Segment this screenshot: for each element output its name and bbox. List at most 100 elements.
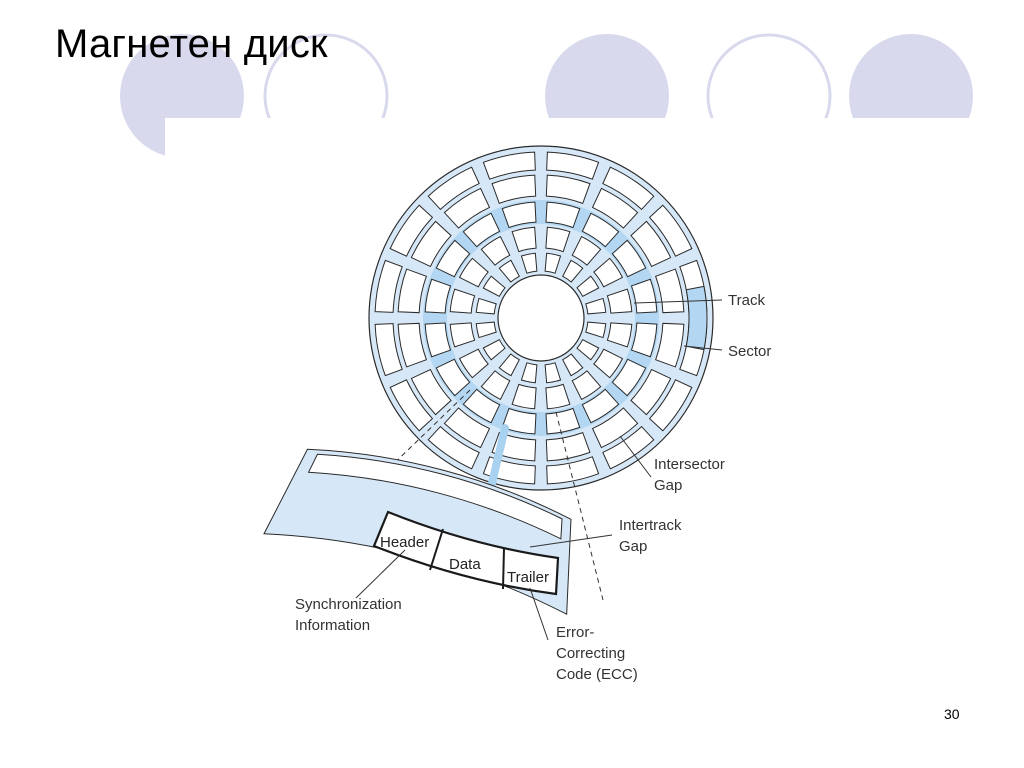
sector-cell bbox=[576, 275, 600, 297]
sector-cell bbox=[611, 358, 647, 397]
sector-cell bbox=[462, 212, 501, 248]
sector-cell bbox=[410, 368, 452, 416]
record-outline bbox=[372, 510, 560, 596]
sector-cell bbox=[475, 321, 497, 339]
sector-cell bbox=[498, 259, 520, 283]
decor-circle-4 bbox=[706, 33, 832, 159]
sector-cell bbox=[545, 226, 571, 253]
sector-cell bbox=[482, 275, 506, 297]
sector-cell bbox=[630, 368, 672, 416]
sector-cell bbox=[648, 204, 693, 257]
sector-cell bbox=[546, 456, 600, 485]
sector-cell bbox=[544, 362, 562, 384]
sector-cell bbox=[630, 322, 658, 358]
sector-cell bbox=[449, 322, 476, 348]
label-track: Track bbox=[728, 292, 765, 309]
sector-cell bbox=[606, 322, 633, 348]
sector-cell bbox=[491, 174, 537, 205]
sector-cell bbox=[593, 257, 624, 288]
sector-cell bbox=[545, 407, 581, 435]
sector-cell bbox=[648, 379, 693, 432]
leader-intertrack-gap bbox=[529, 534, 613, 548]
sector-cell bbox=[630, 278, 658, 314]
label-ecc-2: Correcting bbox=[556, 645, 625, 662]
sector-cell bbox=[501, 407, 537, 435]
sector-cell bbox=[545, 383, 571, 410]
sector-cell bbox=[424, 322, 452, 358]
leader-ecc bbox=[529, 587, 549, 641]
sector-cell bbox=[520, 362, 538, 384]
record-field-trailer: Trailer bbox=[507, 569, 549, 586]
sector-cell bbox=[482, 339, 506, 361]
sector-cell bbox=[591, 407, 639, 449]
sector-cell bbox=[585, 321, 607, 339]
sector-cell bbox=[571, 370, 602, 401]
sector-cell bbox=[593, 348, 624, 379]
decor-circle-3 bbox=[545, 34, 669, 158]
sector-cell bbox=[562, 353, 584, 377]
sector-cell bbox=[443, 187, 491, 229]
sector-cell bbox=[654, 322, 685, 368]
record-field-header: Header bbox=[380, 534, 429, 551]
sector-cell bbox=[544, 252, 562, 274]
spindle-hole bbox=[497, 274, 585, 362]
sector-cell bbox=[545, 174, 591, 205]
sector-cell bbox=[606, 288, 633, 314]
sector-highlight bbox=[685, 285, 708, 351]
sector-cell bbox=[410, 220, 452, 268]
sector-cell bbox=[449, 288, 476, 314]
sector-cell bbox=[462, 388, 501, 424]
sector-cell bbox=[545, 431, 591, 462]
diagram-labels: Track Sector Intersector Gap Intertrack … bbox=[295, 292, 771, 683]
sector-cell bbox=[427, 425, 480, 470]
sector-cell bbox=[581, 388, 620, 424]
sector-cell bbox=[581, 212, 620, 248]
sector-cell bbox=[389, 204, 434, 257]
sector-record: Header Data Trailer bbox=[372, 510, 560, 596]
sector-cell bbox=[546, 151, 600, 180]
leader-intersector-gap bbox=[619, 435, 652, 478]
sector-cell bbox=[591, 187, 639, 229]
label-sync-info-1: Synchronization bbox=[295, 596, 402, 613]
leader-sector bbox=[683, 345, 723, 351]
sector-cell bbox=[511, 383, 537, 410]
leader-track bbox=[633, 299, 723, 304]
record-field-data: Data bbox=[449, 556, 481, 573]
sector-cell bbox=[389, 379, 434, 432]
sector-cell bbox=[435, 358, 471, 397]
label-intersector-gap-2: Gap bbox=[654, 477, 682, 494]
slide-number: 30 bbox=[944, 706, 960, 722]
record-divider-1 bbox=[429, 528, 444, 571]
segment-upper-track bbox=[307, 453, 563, 540]
sector-cell bbox=[480, 235, 511, 266]
decor-circle-5 bbox=[849, 34, 973, 158]
sector-cell bbox=[520, 252, 538, 274]
leader-sync-info bbox=[355, 549, 406, 599]
sector-cell bbox=[374, 259, 403, 313]
sector-cell bbox=[424, 278, 452, 314]
sector-cell bbox=[435, 239, 471, 278]
sector-cell bbox=[562, 259, 584, 283]
label-sync-info-2: Information bbox=[295, 617, 370, 634]
disk-platter bbox=[368, 145, 714, 491]
label-intertrack-gap-1: Intertrack bbox=[619, 517, 682, 534]
sector-cell bbox=[482, 151, 536, 180]
sector-cell bbox=[545, 201, 581, 229]
sector-cell bbox=[630, 220, 672, 268]
sector-cell bbox=[602, 166, 655, 211]
sector-cell bbox=[475, 297, 497, 315]
sector-cell bbox=[611, 239, 647, 278]
sector-cell bbox=[458, 257, 489, 288]
sector-cell bbox=[501, 201, 537, 229]
label-ecc-1: Error- bbox=[556, 624, 594, 641]
slide-title: Магнетен диск bbox=[55, 22, 328, 66]
sector-cell bbox=[443, 407, 491, 449]
sector-cell bbox=[374, 323, 403, 377]
label-intersector-gap-1: Intersector bbox=[654, 456, 725, 473]
record-divider-2 bbox=[502, 547, 505, 590]
sector-cell bbox=[571, 235, 602, 266]
sector-cell bbox=[458, 348, 489, 379]
leader-lines bbox=[355, 299, 723, 641]
